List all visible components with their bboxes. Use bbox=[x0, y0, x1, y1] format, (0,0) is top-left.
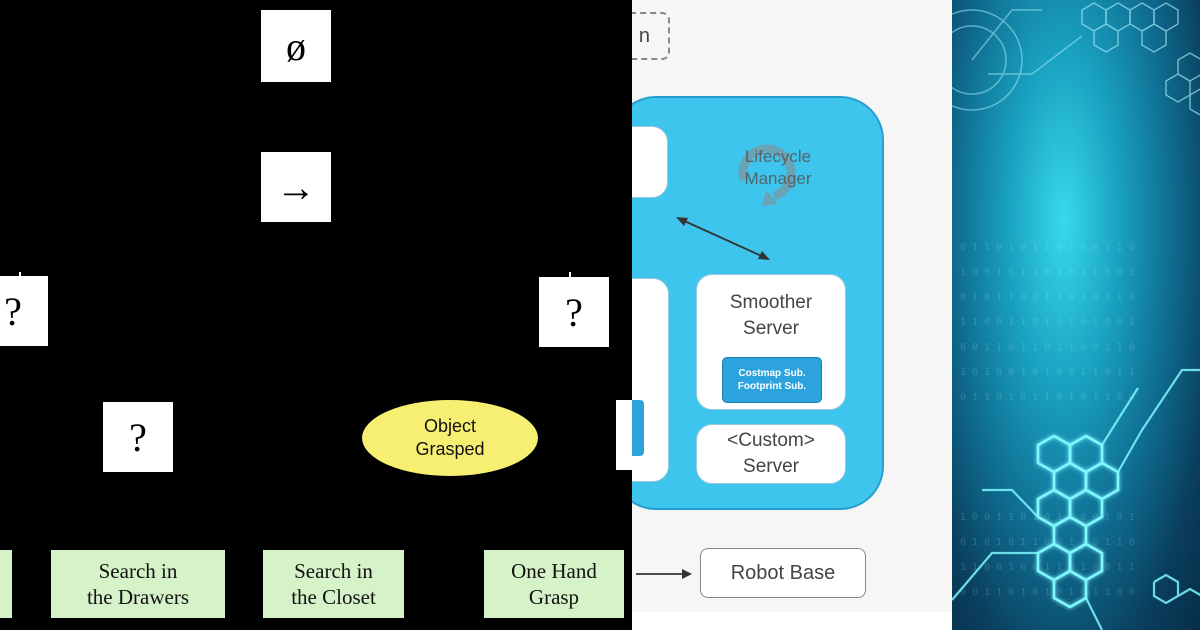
svg-text:0 1 1 0 1 0 1 1 0 1 0 1 1 0 0: 0 1 1 0 1 0 1 1 0 1 0 1 1 0 0 bbox=[960, 392, 1135, 403]
svg-text:1 0 0 1 1 0 1 0 1 1 0 0 1 0 1: 1 0 0 1 1 0 1 0 1 1 0 0 1 0 1 bbox=[960, 512, 1135, 523]
question-middle: ? bbox=[129, 414, 147, 460]
sequence-symbol: → bbox=[276, 164, 316, 210]
behavior-tree-panel: ø → ? ? ? Object Grasped Search in the D… bbox=[0, 10, 632, 618]
svg-text:0 1 0 1 0 1 1 0 0 1 1 0 1 1 0: 0 1 0 1 0 1 1 0 0 1 1 0 1 1 0 bbox=[960, 537, 1135, 548]
robot-base-box: Robot Base bbox=[700, 548, 866, 598]
smoother-server-label: Smoother Server bbox=[729, 292, 813, 339]
tech-background-panel: 0 1 1 0 1 0 1 1 0 1 0 0 1 1 0 1 0 0 1 0 … bbox=[952, 0, 1200, 630]
svg-text:1 1 0 0 1 1 0 1 0 1 0 1 0 0 1: 1 1 0 0 1 1 0 1 0 1 0 1 0 0 1 bbox=[960, 317, 1135, 328]
lifecycle-cycle-icon bbox=[738, 144, 796, 206]
lifecycle-arrow bbox=[679, 218, 767, 259]
svg-text:1 1 0 0 1 0 0 1 1 0 1 0 0 1 1: 1 1 0 0 1 0 0 1 1 0 1 0 0 1 1 bbox=[960, 562, 1135, 573]
svg-text:0 0 1 1 0 1 1 0 1 1 0 0 1 1 0: 0 0 1 1 0 1 1 0 1 1 0 0 1 1 0 bbox=[960, 342, 1135, 353]
svg-text:1 0 0 1 0 1 1 0 1 0 1 1 0 0 1: 1 0 0 1 0 1 1 0 1 0 1 1 0 0 1 bbox=[960, 267, 1135, 278]
leaf-partial-left bbox=[0, 550, 12, 618]
sequence-node: → bbox=[261, 152, 331, 222]
decorator-node-left: ? bbox=[0, 276, 48, 346]
leaf-one-hand-grasp: One Hand Grasp bbox=[484, 550, 624, 618]
partial-box-left-accent bbox=[632, 400, 644, 456]
behavior-tree-edges bbox=[19, 272, 571, 278]
dashed-node-label: n bbox=[638, 24, 650, 47]
subscriptions-box: Costmap Sub. Footprint Sub. bbox=[722, 357, 822, 403]
fallback-node: ø bbox=[261, 10, 331, 82]
bottom-strip bbox=[632, 612, 952, 630]
architecture-graphics bbox=[636, 144, 796, 579]
fallback-symbol: ø bbox=[286, 23, 306, 69]
decorator-node-middle: ? bbox=[103, 402, 173, 472]
condition-object-grasped: Object Grasped bbox=[362, 400, 538, 476]
partial-node-right-edge bbox=[616, 400, 632, 470]
svg-text:0 1 0 1 1 0 0 1 1 0 1 0 1 1 0: 0 1 0 1 1 0 0 1 1 0 1 0 1 1 0 bbox=[960, 292, 1135, 303]
svg-text:0 0 1 1 0 1 0 1 0 1 0 1 1 0 0: 0 0 1 1 0 1 0 1 0 1 0 1 1 0 0 bbox=[960, 587, 1135, 598]
decorator-node-right: ? bbox=[539, 277, 609, 347]
leaf-search-drawers: Search in the Drawers bbox=[51, 550, 225, 618]
svg-text:1 0 1 0 0 1 0 1 0 0 1 1 0 1 1: 1 0 1 0 0 1 0 1 0 0 1 1 0 1 1 bbox=[960, 367, 1135, 378]
leaf-search-closet: Search in the Closet bbox=[263, 550, 404, 618]
question-right: ? bbox=[565, 289, 583, 335]
custom-server-label: <Custom> Server bbox=[727, 430, 815, 477]
lifecycle-manager-label: Lifecycle Manager bbox=[744, 147, 812, 188]
hexagon-circuit-icon: 0 1 1 0 1 0 1 1 0 1 0 0 1 1 0 1 0 0 1 0 … bbox=[952, 2, 1200, 630]
robot-base-label: Robot Base bbox=[730, 561, 836, 584]
svg-text:0 1 1 0 1 0 1 1 0 1 0 0 1 1 0: 0 1 1 0 1 0 1 1 0 1 0 0 1 1 0 bbox=[960, 242, 1135, 253]
partial-box-top bbox=[632, 126, 668, 198]
navigation-architecture-panel: n Lifecycle Manager Smoother Server Cost… bbox=[632, 0, 952, 630]
custom-server-box bbox=[696, 424, 846, 484]
dashed-node: n bbox=[632, 12, 670, 60]
question-left: ? bbox=[4, 288, 22, 334]
